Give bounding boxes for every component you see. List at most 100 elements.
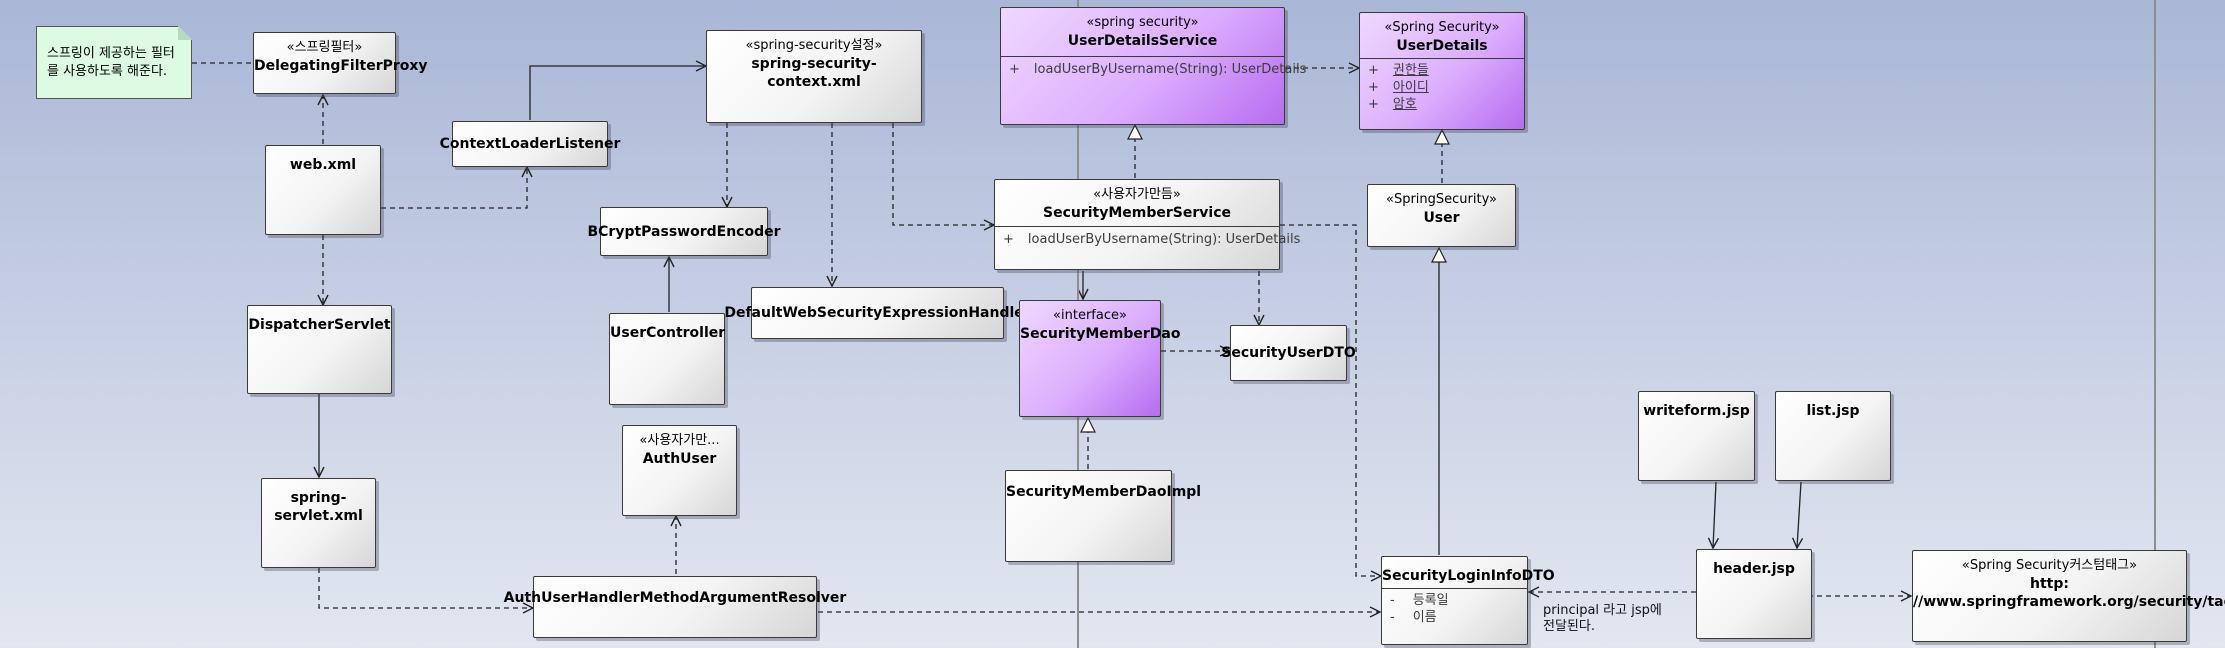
class-header-jsp[interactable]: header.jsp [1696,549,1812,639]
class-security-member-service[interactable]: «사용자가만듬» SecurityMemberService + loadUse… [994,179,1300,270]
stereotype: «SpringSecurity» [1385,192,1497,207]
compartment-divider [1360,58,1524,59]
class-header: SecurityLoginInfoDTO [1382,557,1555,585]
stereotype: «spring security» [1086,15,1199,30]
attribute-name: 등록일 [1412,593,1449,608]
class-header: spring- servlet.xml [262,479,375,525]
interface-security-member-dao[interactable]: «interface» SecurityMemberDao [1019,300,1181,417]
class-name: UserController [610,325,726,341]
class-name: SecurityLoginInfoDTO [1382,568,1555,584]
class-context-loader-listener[interactable]: ContextLoaderListener [440,121,620,167]
assoc-writeform-to-header [1713,481,1716,548]
note-filter: 스프링이 제공하는 필터 를 사용하도록 해준다. [36,26,192,99]
attribute: + 아이디 [1368,79,1516,96]
operations: + loadUserByUsername(String): UserDetail… [995,227,1300,252]
dep-secctx-to-smservice [892,123,994,225]
class-auth-user-handler-method-argument-resolver[interactable]: AuthUserHandlerMethodArgumentResolver [504,576,846,638]
attribute: + 암호 [1368,96,1516,113]
class-header: «spring security» UserDetailsService [1001,8,1284,50]
class-name: User [1423,210,1460,226]
assoc-ctxloader-to-secctx [529,66,706,120]
class-header: header.jsp [1697,550,1811,578]
note-line: 를 사용하도록 해준다. [47,64,168,79]
attribute: - 이름 [1390,609,1519,626]
operations: + loadUserByUsername(String): UserDetail… [1001,57,1306,82]
class-header: «Spring Security» UserDetails [1360,13,1524,55]
interface-user-details-service[interactable]: «spring security» UserDetailsService + l… [1000,7,1306,125]
class-bcrypt-password-encoder[interactable]: BCryptPasswordEncoder [587,207,781,256]
class-user[interactable]: «SpringSecurity» User [1367,184,1516,247]
class-security-member-dao-impl[interactable]: SecurityMemberDaoImpl [1005,470,1202,562]
class-name: SecurityMemberService [1042,205,1231,221]
class-name: list.jsp [1806,403,1860,419]
class-name: DelegatingFilterProxy [254,58,428,74]
visibility: + [1368,80,1379,95]
class-spring-security-taglib[interactable]: «Spring Security커스텀태그» http: //www.sprin… [1912,550,2225,642]
operation: + loadUserByUsername(String): UserDetail… [1009,61,1306,78]
stereotype: «spring-security설정» [745,38,883,53]
class-header: «interface» SecurityMemberDao [1020,301,1181,343]
class-header: «Spring Security커스텀태그» http: //www.sprin… [1913,551,2225,611]
principal-label-line: principal 라고 jsp에 [1543,603,1662,618]
stereotype: «사용자가만... [639,433,720,448]
stereotype: «Spring Security» [1384,20,1500,35]
stereotype: «사용자가만듬» [1093,187,1181,202]
class-name: SecurityMemberDaoImpl [1006,484,1202,500]
attribute: - 등록일 [1390,592,1519,609]
class-auth-user[interactable]: «사용자가만... AuthUser [622,425,737,516]
class-writeform-jsp[interactable]: writeform.jsp [1638,391,1755,481]
class-header: UserController [610,314,726,342]
class-name-line: //www.springframework.org/security/tags [1913,594,2225,610]
visibility: + [1009,62,1020,77]
class-name: DispatcherServlet [248,317,391,333]
class-header: DispatcherServlet [248,306,391,334]
class-header: «SpringSecurity» User [1368,185,1515,227]
compartment-divider [995,226,1279,227]
compartment-divider [1382,588,1527,589]
class-name: UserDetails [1396,38,1488,54]
visibility: - [1390,610,1395,625]
class-header: «spring-security설정» spring-security-cont… [707,31,921,91]
visibility: - [1390,593,1395,608]
visibility: + [1368,63,1379,78]
class-spring-servlet-xml[interactable]: spring- servlet.xml [261,478,376,568]
class-name: header.jsp [1713,561,1795,577]
class-header: list.jsp [1776,392,1890,420]
class-name: writeform.jsp [1643,403,1750,419]
stereotype: «Spring Security커스텀태그» [1961,558,2138,573]
visibility: + [1368,97,1379,112]
class-list-jsp[interactable]: list.jsp [1775,391,1891,481]
class-name: web.xml [289,157,357,173]
class-name: BCryptPasswordEncoder [587,223,781,240]
interface-user-details[interactable]: «Spring Security» UserDetails +권한들 +아이디 … [1359,12,1525,130]
attribute: + 권한들 [1368,62,1516,79]
attribute-name: 암호 [1392,97,1417,112]
class-default-web-security-expression-handler[interactable]: DefaultWebSecurityExpressionHandler [724,287,1031,339]
class-security-login-info-dto[interactable]: SecurityLoginInfoDTO - 등록일 - 이름 [1381,556,1555,645]
class-web-xml[interactable]: web.xml [265,145,381,235]
class-name: AuthUser [642,451,717,467]
class-delegating-filter-proxy[interactable]: «스프링필터» DelegatingFilterProxy [253,32,428,94]
stereotype: «interface» [1053,308,1127,323]
class-header: web.xml [266,146,380,174]
class-security-user-dto[interactable]: SecurityUserDTO [1221,325,1356,381]
dep-web-to-ctxloader [381,167,527,209]
class-dispatcher-servlet[interactable]: DispatcherServlet [247,305,392,394]
class-spring-security-context[interactable]: «spring-security설정» spring-security-cont… [706,30,922,123]
class-header: SecurityMemberDaoImpl [1006,471,1202,501]
class-header: «사용자가만... AuthUser [623,426,736,468]
class-name-line: http: [2030,576,2069,592]
class-header: «스프링필터» DelegatingFilterProxy [254,33,428,75]
dep-smservice-to-logininfo [1280,224,1381,576]
attribute-name: 권한들 [1392,63,1429,78]
stereotype: «스프링필터» [286,40,363,55]
assoc-list-to-header [1797,481,1801,548]
attribute-name: 이름 [1412,610,1437,625]
class-name: ContextLoaderListener [439,136,621,152]
visibility: + [1003,232,1014,247]
attribute-name: 아이디 [1392,80,1429,95]
class-user-controller[interactable]: UserController [609,313,725,405]
class-header: «사용자가만듬» SecurityMemberService [995,180,1279,222]
operation-signature: loadUserByUsername(String): UserDetails [1027,232,1301,247]
swimlane-divider-2 [2154,0,2156,648]
